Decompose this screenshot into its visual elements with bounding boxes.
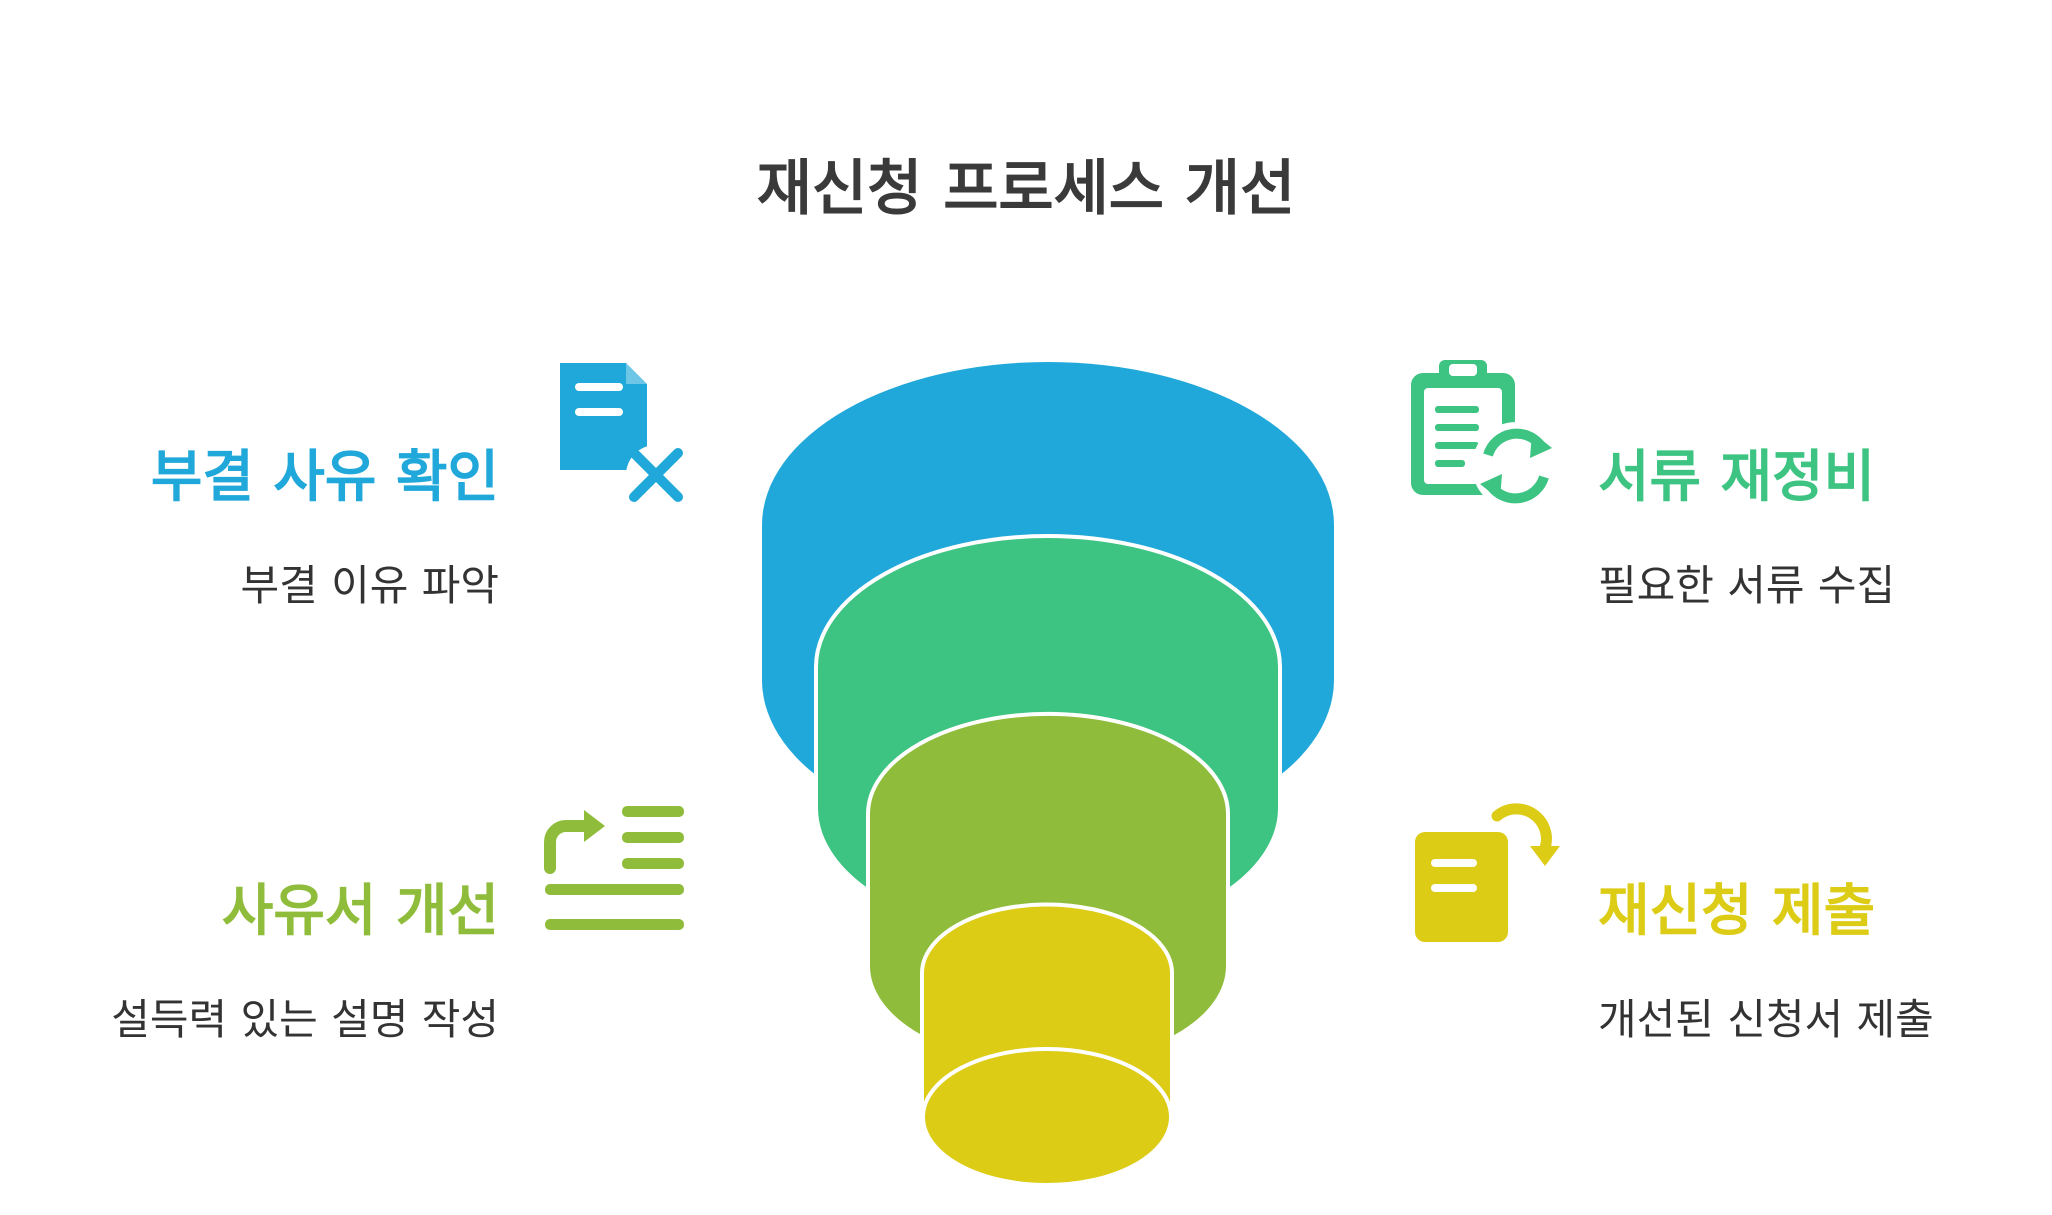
diagram-title: 재신청 프로세스 개선 [756, 154, 1296, 224]
step-3-desc: 설득력 있는 설명 작성 [111, 995, 499, 1044]
step-1-heading: 부결 사유 확인 [150, 445, 499, 510]
step-2-desc: 필요한 서류 수집 [1598, 561, 1896, 610]
step-2-heading: 서류 재정비 [1598, 445, 1876, 510]
step-3-heading: 사유서 개선 [221, 879, 499, 944]
list-indent-arrow-icon [544, 806, 684, 930]
step-1-desc: 부결 이유 파악 [240, 561, 499, 610]
step-4-desc: 개선된 신청서 제출 [1598, 995, 1934, 1044]
funnel-layer-4 [920, 902, 1174, 1188]
step-4-heading: 재신청 제출 [1598, 879, 1876, 944]
clipboard-refresh-icon [1411, 360, 1560, 510]
document-x-icon [560, 363, 686, 505]
document-send-icon [1415, 803, 1560, 942]
